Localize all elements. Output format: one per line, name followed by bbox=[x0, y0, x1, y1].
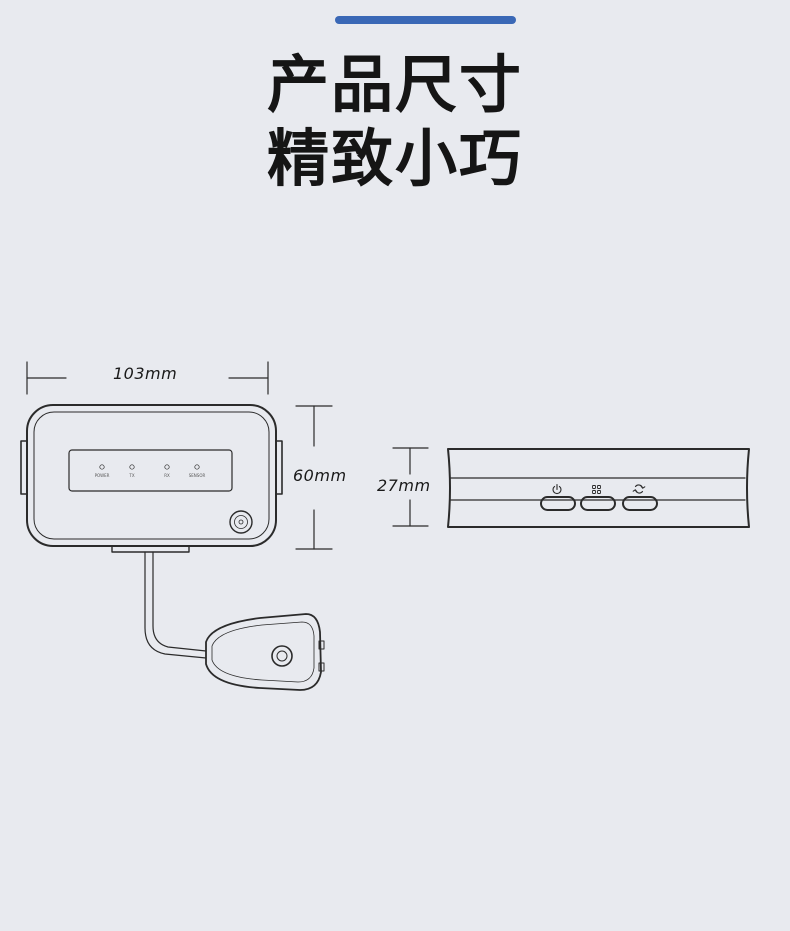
device-front-view bbox=[20, 404, 283, 553]
height-dimension-label: 60mm bbox=[293, 466, 347, 485]
page-title: 产品尺寸 bbox=[266, 48, 523, 121]
page-subtitle: 精致小巧 bbox=[266, 122, 523, 195]
pairing-icon bbox=[592, 485, 601, 494]
depth-dimension-line bbox=[392, 447, 429, 527]
depth-dimension-label: 27mm bbox=[377, 476, 431, 495]
device-side-view bbox=[447, 448, 750, 528]
header-accent-bar bbox=[335, 16, 516, 24]
reset-icon bbox=[632, 484, 646, 494]
water-sensor-probe bbox=[205, 613, 325, 691]
sensor-cable bbox=[144, 551, 207, 659]
indicator-label-rx: RX bbox=[164, 473, 170, 478]
indicator-labels: POWER TX RX SENSOR bbox=[95, 473, 206, 478]
indicator-label-tx: TX bbox=[128, 473, 134, 478]
width-dimension-line bbox=[26, 361, 269, 395]
indicator-label-power: POWER bbox=[95, 473, 110, 478]
height-dimension-line bbox=[295, 405, 333, 550]
width-dimension-label: 103mm bbox=[113, 364, 178, 383]
indicator-label-sensor: SENSOR bbox=[189, 473, 206, 478]
power-icon bbox=[552, 483, 562, 495]
indicator-lights bbox=[99, 464, 200, 470]
